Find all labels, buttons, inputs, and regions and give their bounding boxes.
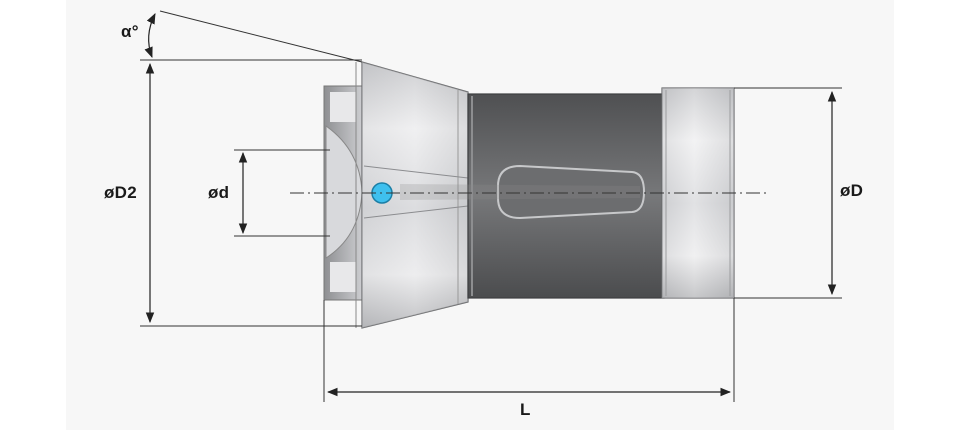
dimension-D xyxy=(734,87,842,299)
angle-label: α° xyxy=(121,22,139,41)
angle-dimension xyxy=(140,10,363,63)
collet-body xyxy=(400,93,665,299)
dimension-d xyxy=(234,149,330,237)
dimension-L xyxy=(323,298,735,402)
collet-slot xyxy=(497,164,646,220)
D2-label: øD2 xyxy=(104,183,138,202)
right-margin xyxy=(894,0,960,430)
dimension-D2 xyxy=(140,62,362,327)
D-label: øD xyxy=(840,181,864,200)
d-label: ød xyxy=(208,183,230,202)
collet-cone-head xyxy=(355,61,469,329)
L-label: L xyxy=(520,400,531,419)
left-margin xyxy=(0,0,66,430)
